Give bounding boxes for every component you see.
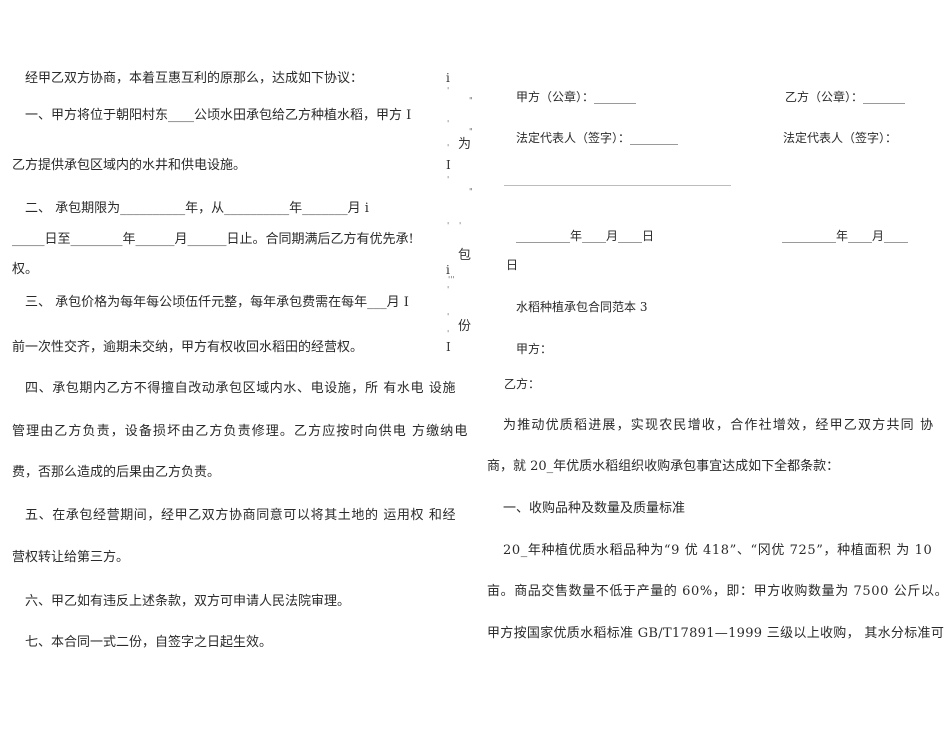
clause-2-line-3: 权。 — [12, 262, 39, 277]
preamble-line-1: 为推动优质稻进展，实现农民增收，合作社增效，经甲乙双方共同 协 — [503, 418, 935, 433]
margin-tick: " — [469, 127, 473, 136]
section-1-line-3: 甲方按国家优质水稻标准 GB/T17891—1999 三级以上收购， 其水分标准… — [487, 626, 945, 641]
party-b-date-day: 日 — [506, 258, 519, 272]
clause-4-line-1: 四、承包期内乙方不得擅自改动承包区域内水、电设施，所 有水电 设施 — [25, 381, 457, 396]
margin-tick: ' — [447, 329, 450, 338]
clause-2-line-2: _____日至________年______月______日止。合同期满后乙方有… — [12, 232, 414, 247]
clause-1-line-1: 一、甲方将位于朝阳村东____公顷水田承包给乙方种植水稻，甲方 I — [25, 108, 412, 123]
margin-tick: " — [469, 96, 473, 105]
party-b-seal: 乙方（公章）：_______ — [785, 90, 906, 104]
clause-4-line-3: 费，否那么造成的后果由乙方负责。 — [12, 465, 221, 480]
margin-tick: " — [469, 187, 473, 196]
margin-tick: ' — [447, 119, 450, 128]
party-b-label: 乙方： — [504, 377, 541, 391]
section-1-heading: 一、收购品种及数量及质量标准 — [503, 501, 686, 516]
clause-7: 七、本合同一式二份，自签字之日起生效。 — [25, 635, 273, 650]
section-1-line-2: 亩。商品交售数量不低于产量的 60%，即：甲方收购数量为 7500 公斤以。 — [487, 584, 949, 599]
margin-mark: i — [446, 71, 450, 85]
party-b-representative: 法定代表人（签字）： — [783, 131, 898, 145]
party-b-date: _________年____月____ — [782, 229, 909, 243]
document-title: 水稻种植承包合同范本 3 — [516, 300, 648, 314]
clause-2-line-1: 二、 承包期限为__________年，从__________年_______月… — [25, 201, 369, 216]
section-1-line-1: 20_年种植优质水稻品种为“9 优 418”、“冈优 725”，种植面积 为 1… — [503, 543, 933, 558]
margin-mark: 为 — [458, 137, 472, 152]
margin-mark: I — [446, 340, 451, 354]
margin-mark: i — [446, 263, 450, 277]
margin-mark: I — [446, 158, 451, 172]
party-a-representative: 法定代表人（签字）：________ — [516, 131, 679, 145]
signature-line — [504, 185, 731, 186]
margin-mark: 包 — [458, 248, 472, 263]
preamble-line-2: 商，就 20_年优质水稻组织收购承包事宜达成如下全都条款： — [487, 459, 840, 474]
clause-4-line-2: 管理由乙方负责，设备损坏由乙方负责修理。乙方应按时向供电 方缴纳电 — [12, 424, 469, 439]
paragraph-intro: 经甲乙双方协商，本着互惠互利的原那么，达成如下协议： — [25, 71, 364, 86]
clause-6: 六、甲乙如有违反上述条款，双方可申请人民法院审理。 — [25, 594, 351, 609]
clause-5-line-1: 五、在承包经营期间，经甲乙双方协商同意可以将其土地的 运用权 和经 — [25, 508, 457, 523]
clause-1-line-2: 乙方提供承包区域内的水井和供电设施。 — [12, 158, 247, 173]
clause-5-line-2: 营权转让给第三方。 — [12, 550, 130, 565]
party-a-label: 甲方： — [516, 342, 553, 356]
margin-tick: ' — [447, 221, 450, 230]
party-a-date: _________年____月____日 — [516, 229, 655, 243]
margin-tick: ' — [447, 143, 450, 152]
margin-tick: ' — [447, 86, 450, 95]
party-a-seal: 甲方（公章）：_______ — [516, 90, 637, 104]
margin-tick: ' — [447, 285, 450, 294]
margin-mark: 份 — [458, 319, 472, 334]
margin-tick: ' — [447, 312, 450, 321]
clause-3-line-1: 三、 承包价格为每年每公顷伍仟元整，每年承包费需在每年___月 I — [25, 295, 409, 310]
margin-tick: ' — [459, 221, 462, 230]
margin-tick: ' — [447, 175, 450, 184]
margin-tick: ''' — [448, 275, 455, 284]
clause-3-line-2: 前一次性交齐，逾期未交纳，甲方有权收回水稻田的经营权。 — [12, 340, 364, 355]
